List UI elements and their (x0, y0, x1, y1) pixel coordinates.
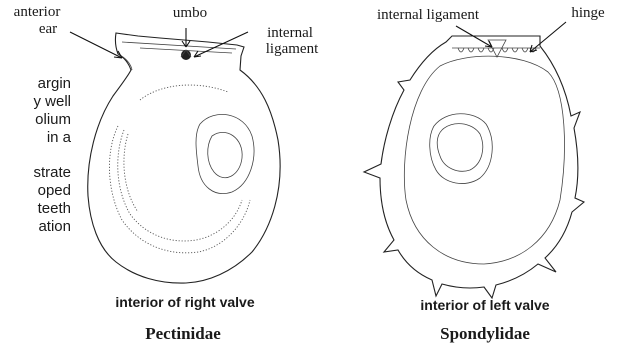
body-text-line: argin (38, 75, 71, 92)
captions: interior of right valve interior of left… (115, 294, 549, 343)
label-umbo: umbo (173, 5, 207, 21)
label-anterior-ear-line1: anterior (14, 4, 61, 20)
caption-left: interior of right valve (115, 294, 254, 310)
spondylidae-shell (364, 36, 584, 298)
label-internal-ligament-left-line2: ligament (266, 41, 319, 57)
body-text-line: ation (38, 218, 71, 235)
label-anterior-ear-line2: ear (39, 21, 57, 37)
anterior-ear-pointer (70, 32, 122, 58)
family-pectinidae: Pectinidae (145, 324, 221, 343)
body-text-line: y well (33, 93, 71, 110)
body-text-line: strate (33, 164, 71, 181)
family-spondylidae: Spondylidae (440, 324, 530, 343)
caption-right: interior of left valve (420, 297, 549, 313)
body-text-line: teeth (38, 200, 71, 217)
body-text-line: oped (38, 182, 71, 199)
body-text-line: in a (47, 129, 72, 146)
label-internal-ligament-right: internal ligament (377, 7, 480, 23)
pectinidae-shell-outline (88, 33, 280, 283)
pectinidae-shell (88, 33, 280, 283)
body-text-line: olium (35, 111, 71, 128)
label-hinge: hinge (571, 5, 605, 21)
body-text: argin y well olium in a strate oped teet… (33, 75, 71, 235)
label-internal-ligament-left-line1: internal (267, 25, 313, 41)
